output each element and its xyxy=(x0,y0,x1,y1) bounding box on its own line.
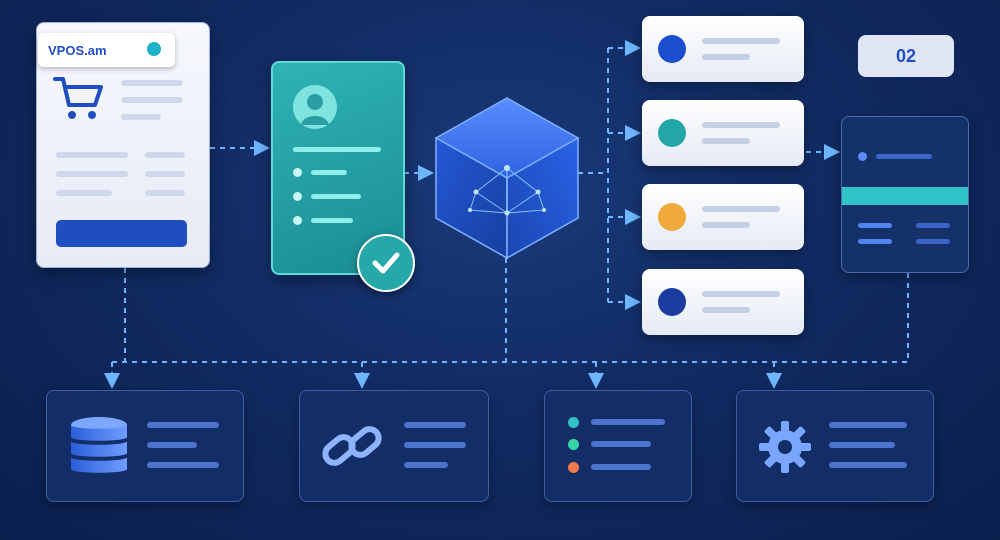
text-line xyxy=(591,464,651,470)
text-line xyxy=(591,441,651,447)
text-line xyxy=(702,222,750,228)
text-line xyxy=(145,190,185,196)
list-dot xyxy=(568,462,579,473)
settings-panel xyxy=(736,390,934,502)
option-card-1[interactable] xyxy=(642,16,804,82)
text-line xyxy=(591,419,665,425)
text-line xyxy=(702,54,750,60)
text-line xyxy=(858,239,892,244)
shopping-cart-icon xyxy=(53,77,103,119)
text-line xyxy=(121,97,183,103)
text-line xyxy=(829,462,907,468)
list-dot xyxy=(568,439,579,450)
brand-tag: VPOS.am xyxy=(38,33,175,67)
text-line xyxy=(56,152,128,158)
text-line xyxy=(858,223,892,228)
chain-link-icon xyxy=(322,426,382,466)
text-line xyxy=(916,223,950,228)
option-indicator xyxy=(658,119,686,147)
list-bullet xyxy=(858,152,867,161)
database-icon xyxy=(71,417,127,473)
text-line xyxy=(916,239,950,244)
result-panel xyxy=(841,116,969,273)
text-line xyxy=(121,114,161,120)
text-line xyxy=(311,170,347,175)
storage-panel xyxy=(46,390,244,502)
text-line xyxy=(702,291,780,297)
list-bullet xyxy=(293,192,302,201)
text-line xyxy=(829,442,895,448)
integration-panel xyxy=(299,390,489,502)
text-line xyxy=(702,38,780,44)
checkmark-icon xyxy=(372,252,400,274)
list-dot xyxy=(568,417,579,428)
text-line xyxy=(876,154,932,159)
text-line xyxy=(293,147,381,152)
text-line xyxy=(56,171,128,177)
text-line xyxy=(56,190,112,196)
text-line xyxy=(702,307,750,313)
text-line xyxy=(147,462,219,468)
brand-name: VPOS.am xyxy=(48,43,107,58)
option-indicator xyxy=(658,203,686,231)
option-indicator xyxy=(658,288,686,316)
verified-badge xyxy=(357,234,415,292)
text-line xyxy=(404,422,466,428)
text-line xyxy=(311,218,353,223)
text-line xyxy=(404,442,466,448)
text-line xyxy=(404,462,448,468)
text-line xyxy=(311,194,361,199)
highlight-band xyxy=(842,187,968,205)
text-line xyxy=(829,422,907,428)
text-line xyxy=(147,442,197,448)
status-dot xyxy=(147,42,161,56)
checkout-button[interactable] xyxy=(56,220,187,247)
text-line xyxy=(121,80,183,86)
option-card-4[interactable] xyxy=(642,269,804,335)
option-indicator xyxy=(658,35,686,63)
text-line xyxy=(702,138,750,144)
list-bullet xyxy=(293,216,302,225)
gear-icon xyxy=(759,421,811,473)
text-line xyxy=(702,206,780,212)
status-list-panel xyxy=(544,390,692,502)
list-bullet xyxy=(293,168,302,177)
text-line xyxy=(145,152,185,158)
option-card-2[interactable] xyxy=(642,100,804,166)
option-card-3[interactable] xyxy=(642,184,804,250)
user-avatar-icon xyxy=(293,85,337,129)
text-line xyxy=(147,422,219,428)
text-line xyxy=(145,171,185,177)
page-number-badge: 02 xyxy=(858,35,954,77)
text-line xyxy=(702,122,780,128)
